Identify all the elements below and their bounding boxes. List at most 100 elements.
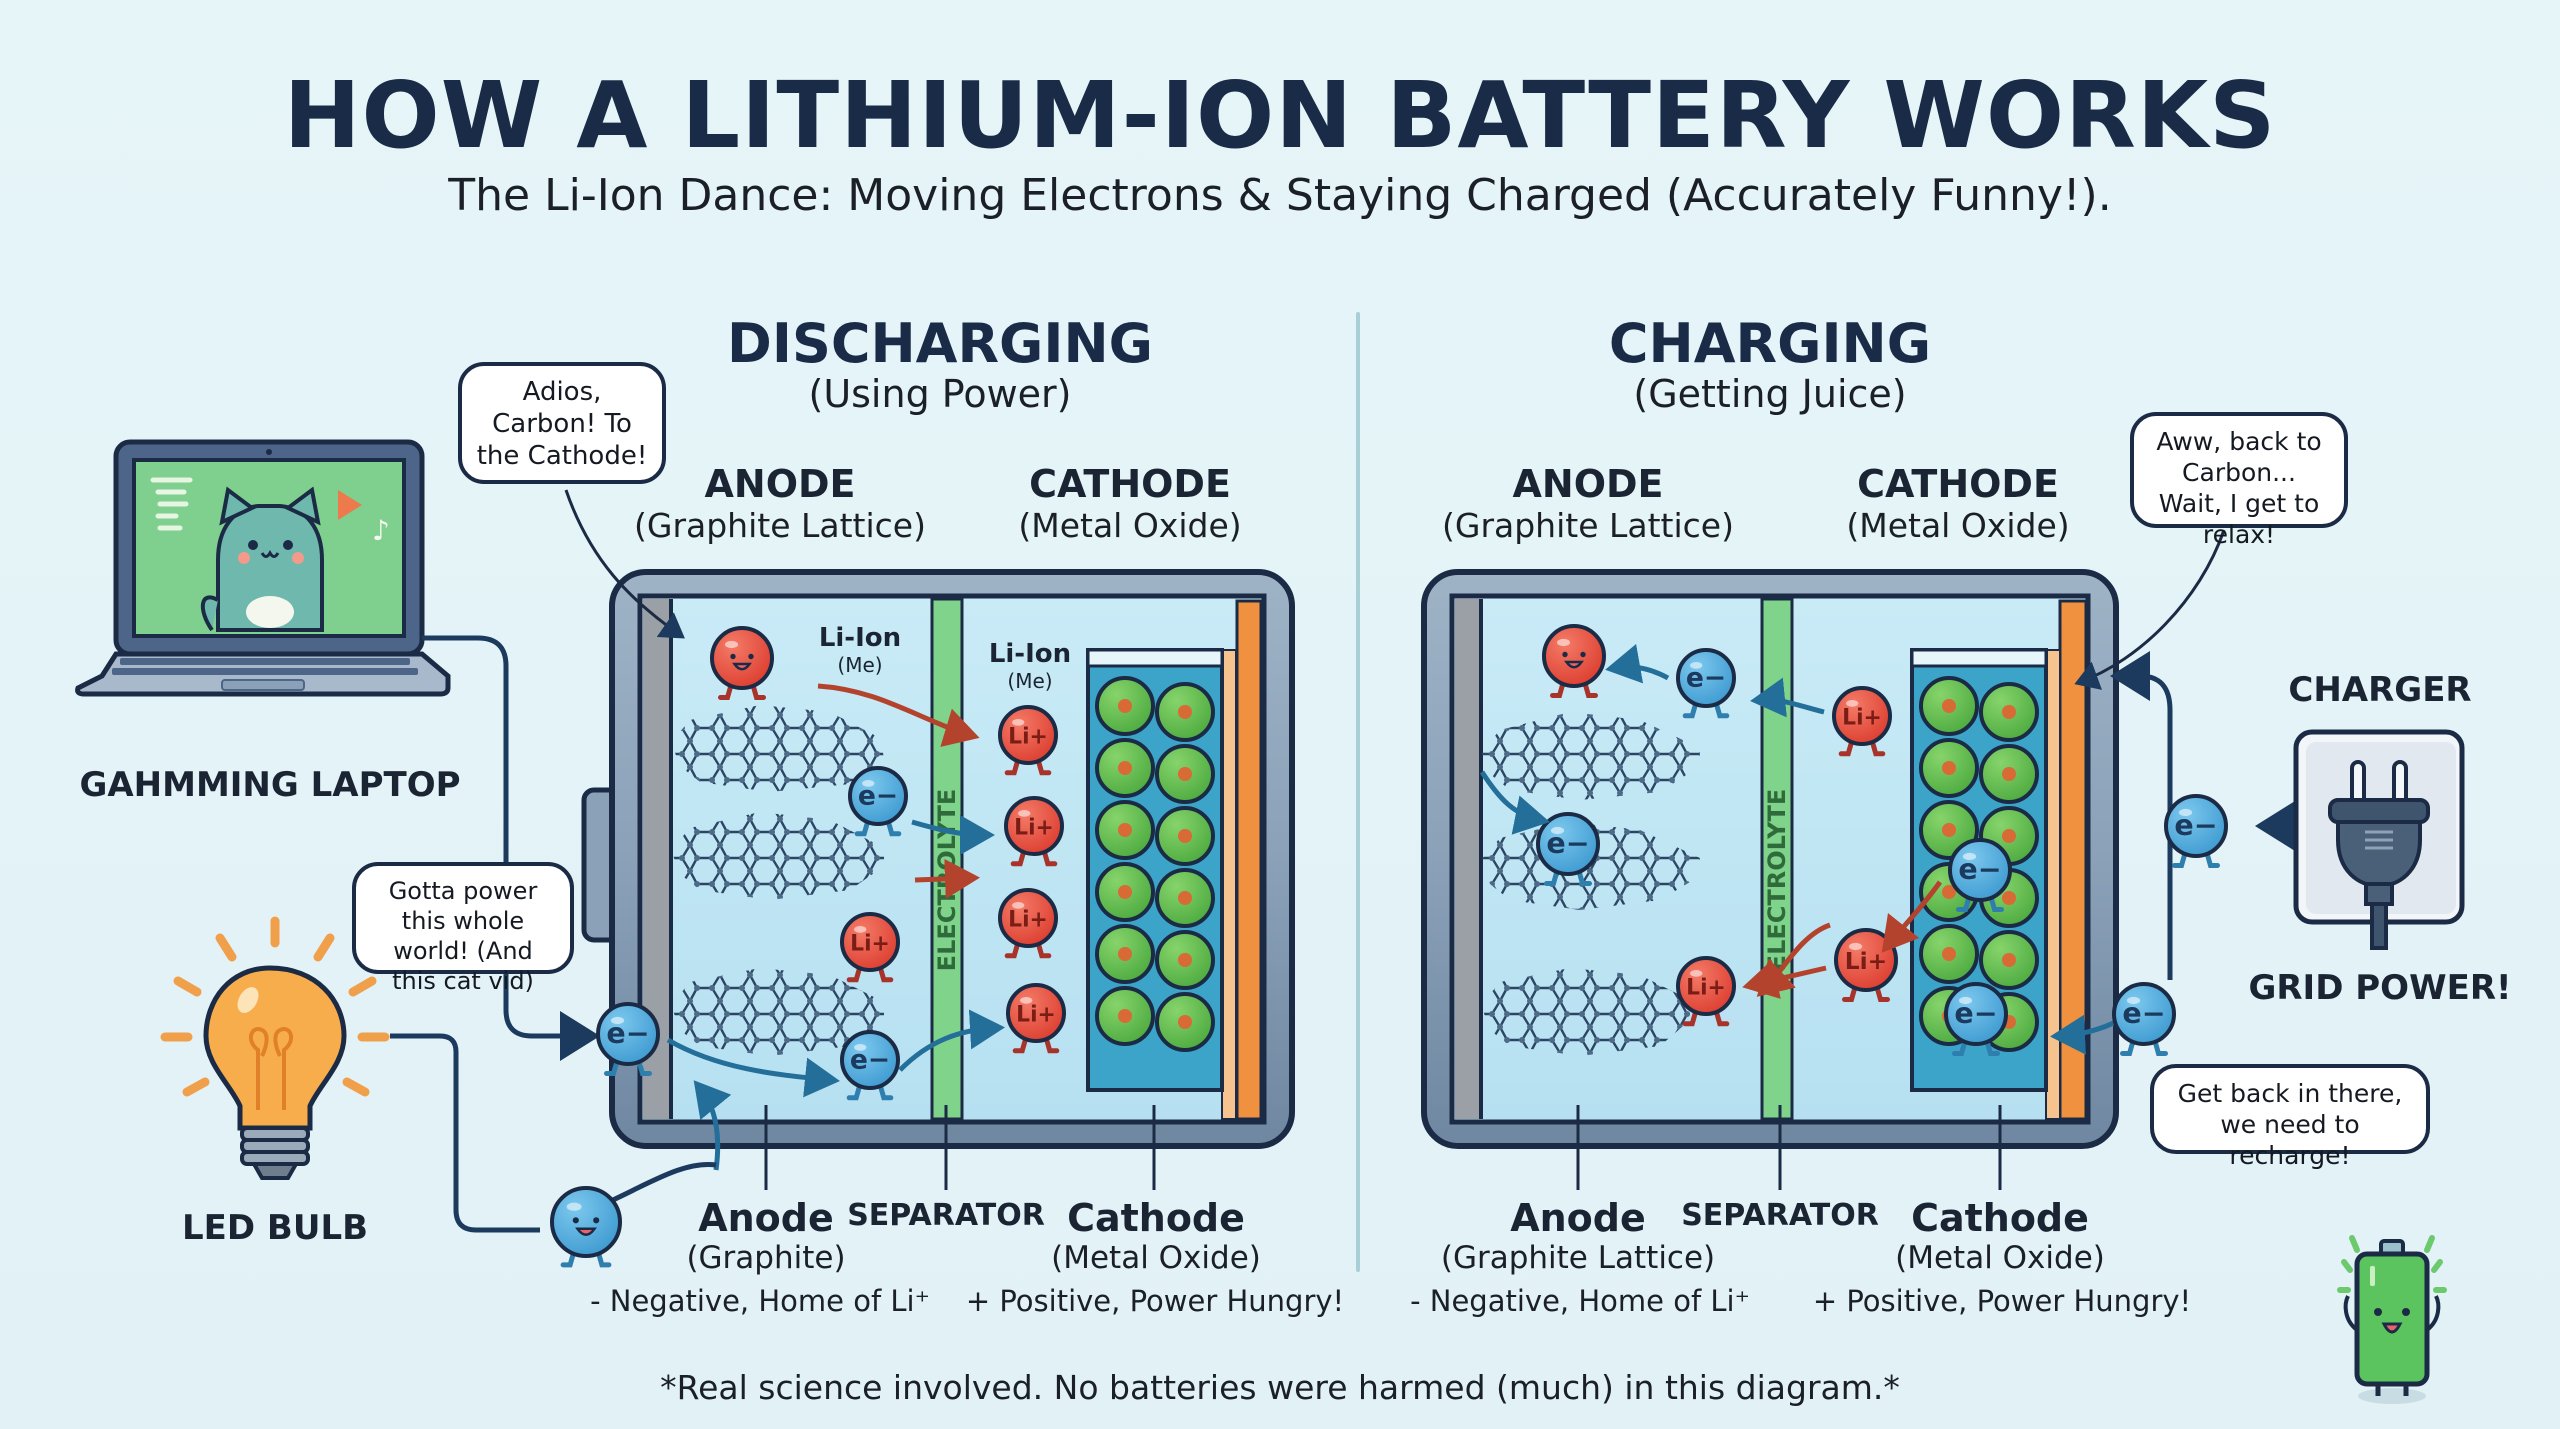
metal-oxide-particle xyxy=(1155,868,1215,928)
metal-oxide-particle xyxy=(1155,930,1215,990)
bulb-label: LED BULB xyxy=(181,1208,369,1248)
electron-icon: e− xyxy=(1948,838,2012,912)
ion-flow-arrow xyxy=(817,683,980,747)
lithium-ion-icon: Li+ xyxy=(998,888,1058,959)
electron-symbol: e− xyxy=(1546,827,1589,860)
electron-icon: e− xyxy=(1536,812,1600,886)
discharging-battery: ELECTROLYTE Li+Li+Li+Li+Li+e−e− Li-Ion (… xyxy=(581,569,1295,1190)
charger-plug-icon xyxy=(2293,729,2465,950)
page-title: HOW A LITHIUM-ION BATTERY WORKS xyxy=(283,62,2277,169)
charging-anode-sublabel: (Graphite Lattice) xyxy=(1442,506,1734,545)
electron-symbol: e− xyxy=(606,1017,649,1050)
metal-oxide-particle xyxy=(1095,862,1155,922)
electron-symbol: e− xyxy=(1686,662,1726,693)
electron-icon xyxy=(550,1186,622,1268)
happy-battery-mascot-icon xyxy=(2337,1235,2447,1404)
discharging-bottom-cathode-sub: (Metal Oxide) xyxy=(1051,1240,1261,1276)
electrolyte-label: ELECTROLYTE xyxy=(1763,789,1791,972)
electron-flow-arrow xyxy=(898,1009,1005,1072)
electron-flow-arrow xyxy=(911,814,995,855)
charging-subtitle: (Getting Juice) xyxy=(1633,372,1907,416)
charging-bottom-cathode: Cathode xyxy=(1911,1196,2089,1240)
lithium-ion-icon: Li+ xyxy=(1834,928,1898,1002)
led-bulb-icon xyxy=(160,916,390,1180)
discharging-bottom-separator: SEPARATOR xyxy=(847,1198,1045,1233)
metal-oxide-particle xyxy=(1095,676,1155,736)
lithium-ion-icon: Li+ xyxy=(1832,686,1892,757)
lithium-ion-icon: Li+ xyxy=(1004,796,1064,867)
electron-icon: e− xyxy=(596,1002,660,1076)
charging-bottom-cathode-sub: (Metal Oxide) xyxy=(1895,1240,2105,1276)
lithium-ion-icon: Li+ xyxy=(998,705,1058,776)
electron-symbol: e− xyxy=(1954,997,1997,1030)
laptop-label: GAHMMING LAPTOP xyxy=(79,765,461,805)
lithium-ion-icon: Li+ xyxy=(1676,956,1736,1027)
electron-icon: e− xyxy=(1944,982,2008,1056)
electron-flow-arrow xyxy=(1605,643,1670,684)
graphite-lattice xyxy=(671,705,884,1056)
discharging-bottom-anode-sub: (Graphite) xyxy=(686,1240,846,1276)
discharging-title: DISCHARGING xyxy=(727,312,1153,375)
metal-oxide-particle xyxy=(1919,676,1979,736)
cat-icon xyxy=(200,486,324,632)
li-ion-sublabel-1: (Me) xyxy=(837,653,882,677)
speech-bubble-electron-charging: Get back in there, we need to recharge! xyxy=(2150,1064,2430,1170)
lithium-ion-icon xyxy=(710,626,774,700)
charger-label: CHARGER xyxy=(2288,670,2472,710)
li-ion-label-1: Li-Ion xyxy=(819,623,901,653)
charging-cathode-label: CATHODE xyxy=(1857,462,2059,506)
footnote: *Real science involved. No batteries wer… xyxy=(660,1368,1900,1407)
charging-title: CHARGING xyxy=(1608,312,1932,375)
metal-oxide-particle xyxy=(1155,992,1215,1052)
ion-flow-arrow xyxy=(914,858,980,899)
charging-cathode-sublabel: (Metal Oxide) xyxy=(1846,506,2070,545)
charging-anode-label: ANODE xyxy=(1512,462,1664,506)
electron-flow-arrow xyxy=(666,1037,840,1098)
speech-bubble-pointers xyxy=(564,489,2226,690)
discharging-cathode-label: CATHODE xyxy=(1029,462,1231,506)
electron-symbol: e− xyxy=(2122,997,2165,1030)
ion-symbol: Li+ xyxy=(1842,705,1882,730)
lithium-ion-icon: Li+ xyxy=(840,912,900,983)
li-ion-sublabel-2: (Me) xyxy=(1007,669,1052,693)
electron-symbol: e− xyxy=(1958,853,2001,886)
ion-symbol: Li+ xyxy=(1008,724,1048,749)
speech-bubble-electron-discharging: Gotta power this whole world! (And this … xyxy=(352,862,574,995)
discharging-cathode-sublabel: (Metal Oxide) xyxy=(1018,506,1242,545)
charging-bottom-cathode-desc: + Positive, Power Hungry! xyxy=(1812,1284,2192,1318)
discharging-bottom-cathode-desc: + Positive, Power Hungry! xyxy=(965,1284,1345,1318)
lithium-ion-icon xyxy=(1542,624,1606,698)
laptop-illustration: ♪ xyxy=(75,439,451,697)
metal-oxide-particle xyxy=(1979,682,2039,742)
electron-flow-arrow xyxy=(693,1080,732,1171)
discharging-subtitle: (Using Power) xyxy=(808,372,1072,416)
metal-oxide-particle xyxy=(1095,738,1155,798)
ion-symbol: Li+ xyxy=(850,931,890,956)
ion-flow-arrow xyxy=(1742,959,1827,999)
metal-oxide-particle xyxy=(1919,738,1979,798)
electron-icon: e− xyxy=(1676,648,1736,719)
ion-symbol: Li+ xyxy=(1686,975,1726,1000)
cathode-current-collector xyxy=(1235,599,1263,1121)
metal-oxide-particle xyxy=(1979,744,2039,804)
electron-icon: e− xyxy=(840,1030,900,1101)
section-divider xyxy=(1356,312,1360,1272)
li-ion-label-2: Li-Ion xyxy=(989,639,1071,669)
metal-oxide-particle xyxy=(1095,986,1155,1046)
charging-bottom-separator: SEPARATOR xyxy=(1681,1198,1879,1233)
discharging-anode-label: ANODE xyxy=(704,462,856,506)
play-icon xyxy=(338,490,362,520)
lithium-ion-icon: Li+ xyxy=(1006,983,1066,1054)
electron-flow-arrow xyxy=(1479,770,1550,835)
ion-symbol: Li+ xyxy=(1845,947,1888,975)
electron-flow-arrow xyxy=(1750,677,1825,718)
speech-bubble-ion-discharging: Adios, Carbon! To the Cathode! xyxy=(458,362,666,484)
metal-oxide-particle xyxy=(1155,806,1215,866)
charging-bottom-anode-sub: (Graphite Lattice) xyxy=(1440,1240,1716,1276)
cathode-current-collector xyxy=(2058,599,2088,1121)
electron-icon: e− xyxy=(2164,794,2228,868)
charging-bottom-anode: Anode xyxy=(1510,1196,1646,1240)
electron-icon: e− xyxy=(2112,982,2176,1056)
